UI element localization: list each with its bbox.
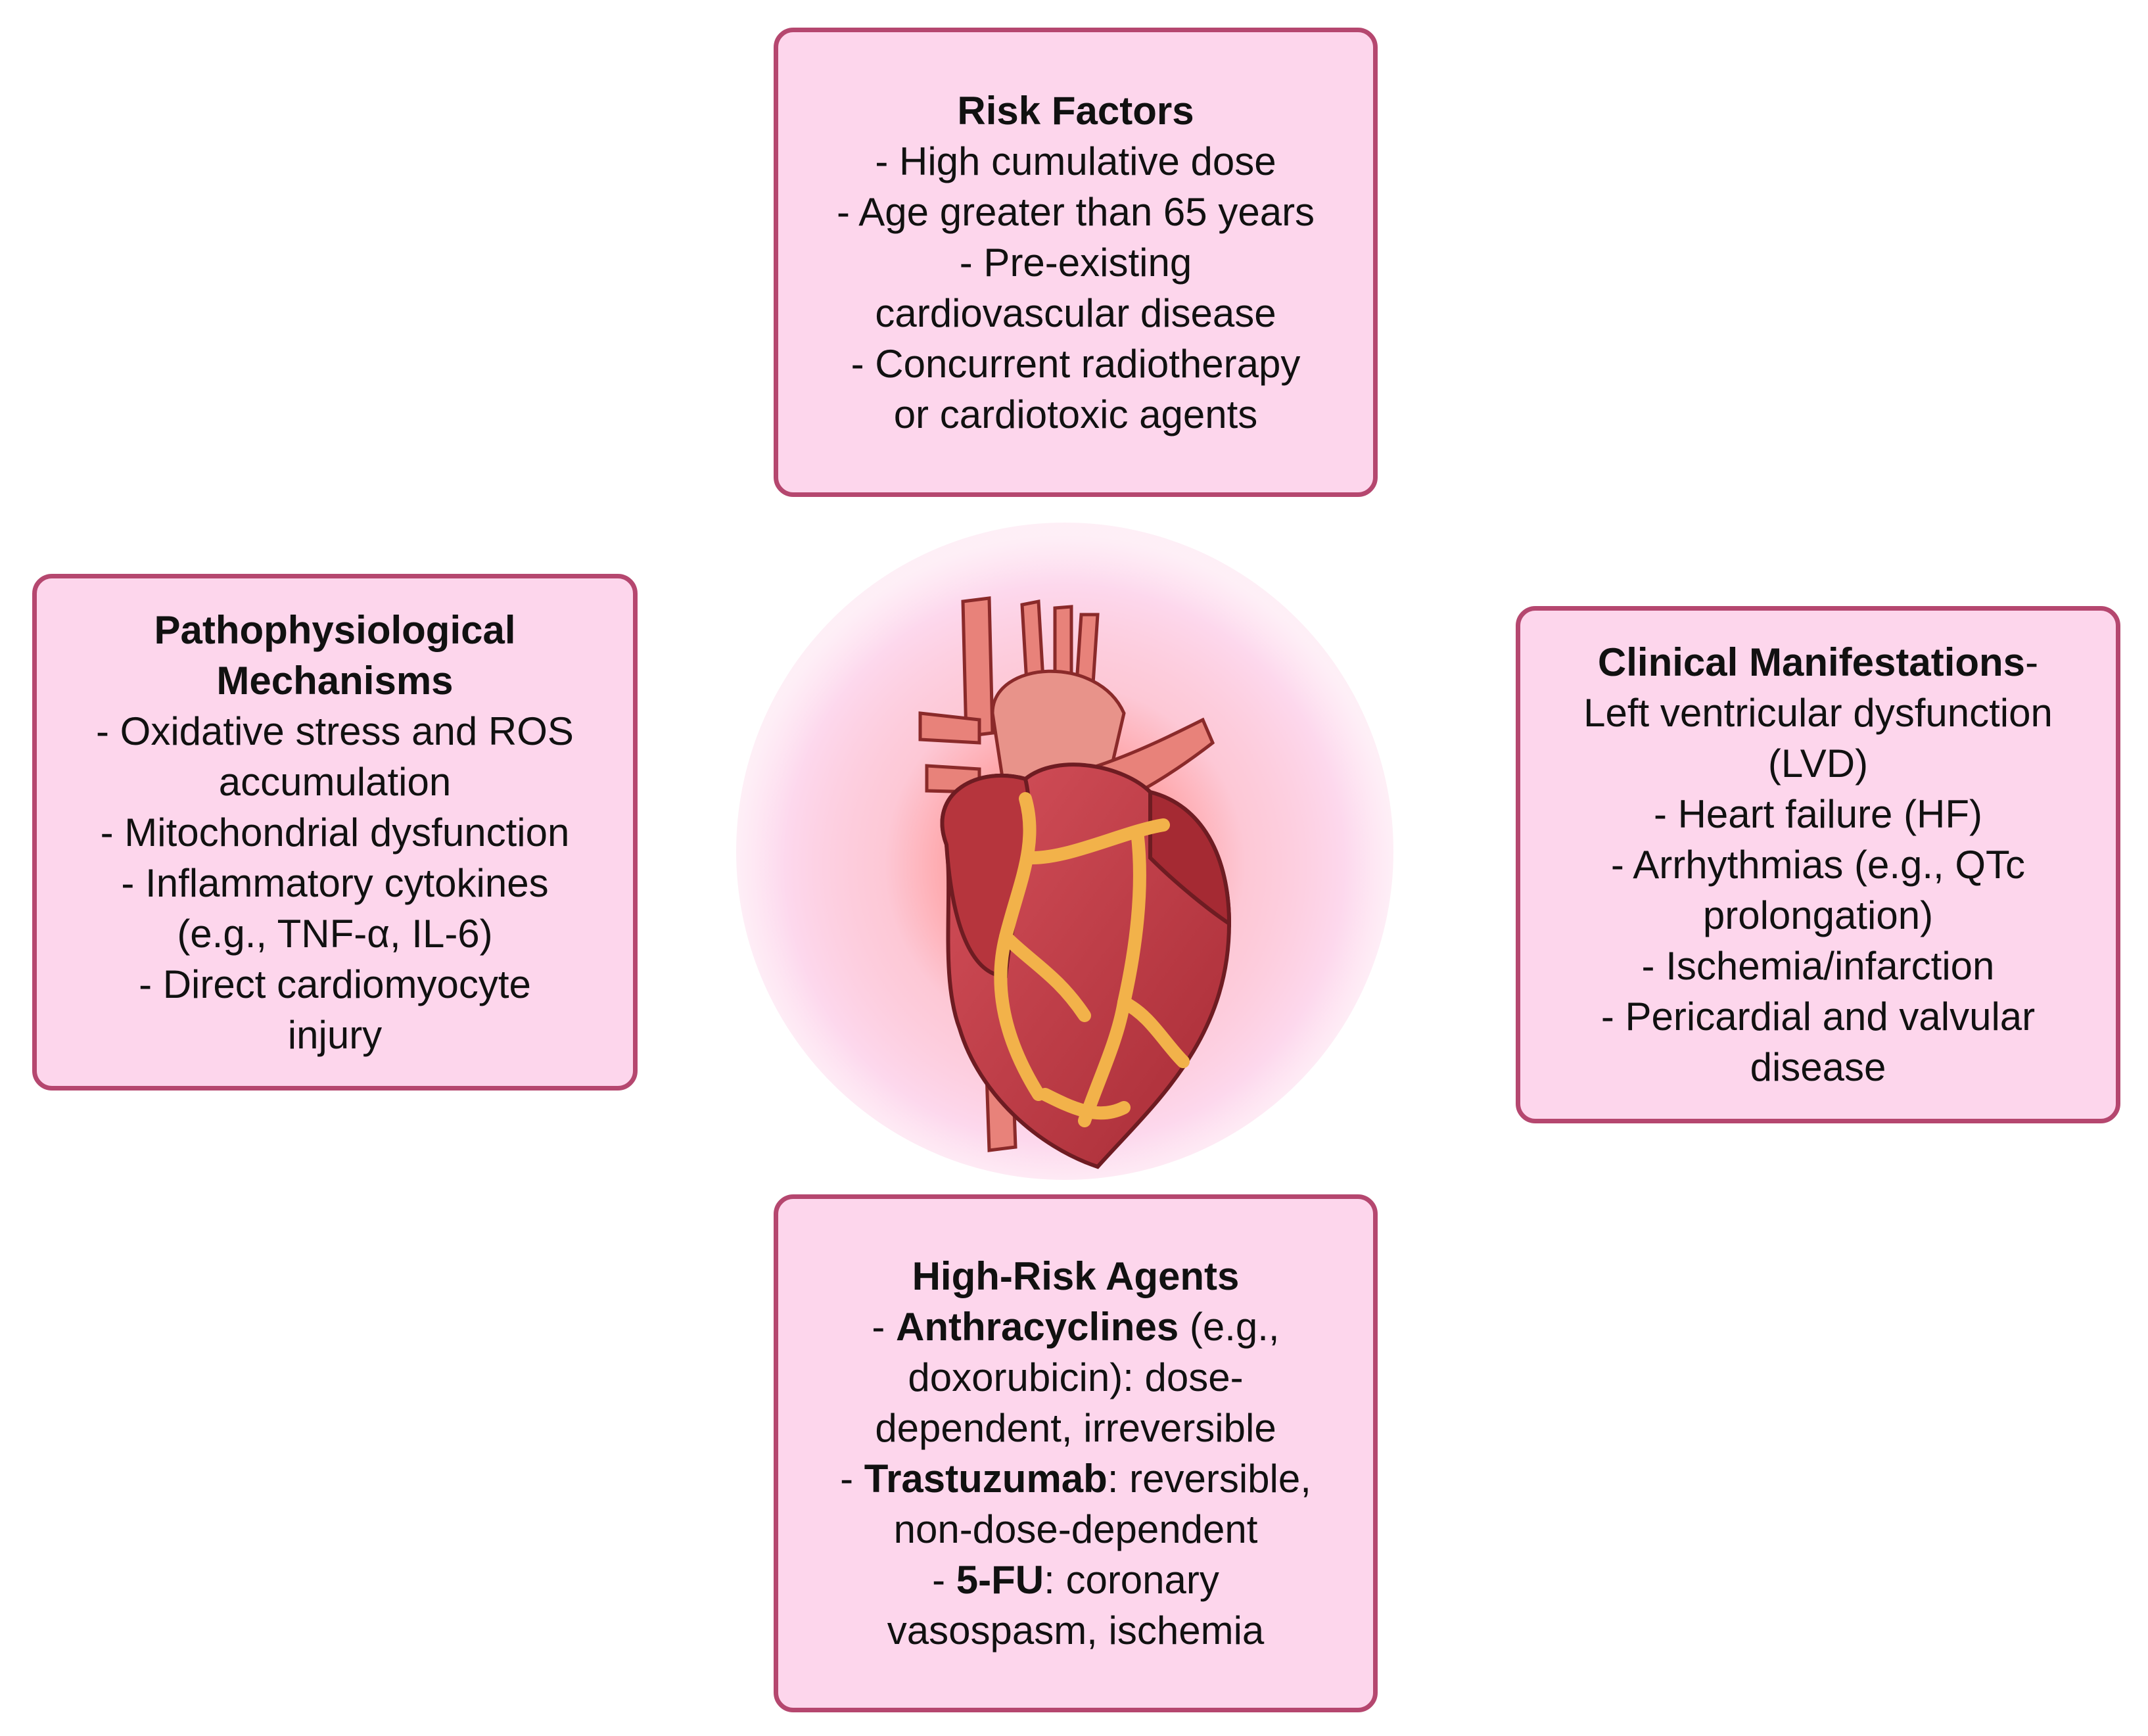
risk-factors-card: Risk Factors - High cumulative dose - Ag…: [774, 28, 1378, 497]
agent-detail: : reversible,: [1107, 1457, 1311, 1501]
agent-prefix: -: [872, 1305, 897, 1349]
high-risk-agents-card: High-Risk Agents - Anthracyclines (e.g.,…: [774, 1194, 1378, 1712]
agent-detail: (e.g.,: [1179, 1305, 1280, 1349]
mechanism-item: accumulation: [218, 759, 452, 804]
mechanism-item: - Direct cardiomyocyte: [139, 962, 531, 1006]
risk-factor-item: - Age greater than 65 years: [836, 189, 1315, 234]
agent-detail-line: doxorubicin): dose-: [908, 1355, 1244, 1399]
clinical-title-line: Clinical Manifestations-: [1598, 637, 2038, 688]
agent-name-trastuzumab: Trastuzumab: [864, 1457, 1108, 1501]
agent-detail: : coronary: [1044, 1558, 1219, 1602]
risk-factor-item: - High cumulative dose: [875, 139, 1276, 183]
agent-detail-line: dependent, irreversible: [875, 1406, 1276, 1450]
clinical-title: Clinical Manifestations: [1597, 640, 2026, 684]
clinical-manifestations-card: Clinical Manifestations- Left ventricula…: [1516, 606, 2120, 1123]
agent-name-5fu: 5-FU: [956, 1558, 1044, 1602]
agent-prefix: -: [840, 1457, 864, 1501]
agent-trastuzumab: - Trastuzumab: reversible,: [840, 1453, 1311, 1504]
manifestation-item: - Pericardial and valvular: [1600, 995, 2036, 1039]
agents-title: High-Risk Agents: [912, 1254, 1240, 1298]
risk-factors-title: Risk Factors: [957, 88, 1194, 133]
clinical-title-suffix: -: [2025, 640, 2039, 684]
mechanism-item: - Mitochondrial dysfunction: [100, 810, 570, 855]
manifestation-item: disease: [1750, 1045, 1886, 1089]
agent-anthracyclines: - Anthracyclines (e.g.,: [872, 1302, 1279, 1352]
pathophysiology-title: Mechanisms: [216, 658, 454, 703]
pathophysiology-title: Pathophysiological: [154, 607, 516, 652]
heart-illustration: [730, 516, 1400, 1186]
heart-body: [940, 762, 1232, 1169]
manifestation-item: - Heart failure (HF): [1653, 792, 1983, 836]
risk-factor-item: - Concurrent radiotherapy: [851, 341, 1301, 386]
agent-prefix: -: [932, 1558, 956, 1602]
manifestation-item: (LVD): [1767, 741, 1869, 786]
agent-name-anthracyclines: Anthracyclines: [896, 1305, 1179, 1349]
risk-factor-item: - Pre-existing: [959, 240, 1192, 285]
agent-detail-line: non-dose-dependent: [893, 1507, 1258, 1551]
manifestation-item: prolongation): [1702, 893, 1934, 937]
pathophysiology-card: Pathophysiological Mechanisms - Oxidativ…: [32, 574, 638, 1091]
agent-5fu: - 5-FU: coronary: [932, 1555, 1219, 1605]
coronary-vessels: [994, 792, 1190, 1127]
manifestation-item: - Ischemia/infarction: [1641, 944, 1995, 988]
mechanism-item: injury: [287, 1012, 383, 1057]
heart-icon: [736, 523, 1393, 1180]
risk-factor-item: or cardiotoxic agents: [893, 392, 1258, 436]
mechanism-item: - Inflammatory cytokines: [121, 860, 549, 905]
mechanism-item: - Oxidative stress and ROS: [96, 709, 574, 753]
agent-detail-line: vasospasm, ischemia: [887, 1608, 1265, 1653]
mechanism-item: (e.g., TNF-α, IL-6): [177, 911, 493, 956]
manifestation-item: Left ventricular dysfunction: [1583, 691, 2053, 735]
manifestation-item: - Arrhythmias (e.g., QTc: [1610, 843, 2026, 887]
risk-factor-item: cardiovascular disease: [875, 291, 1276, 335]
